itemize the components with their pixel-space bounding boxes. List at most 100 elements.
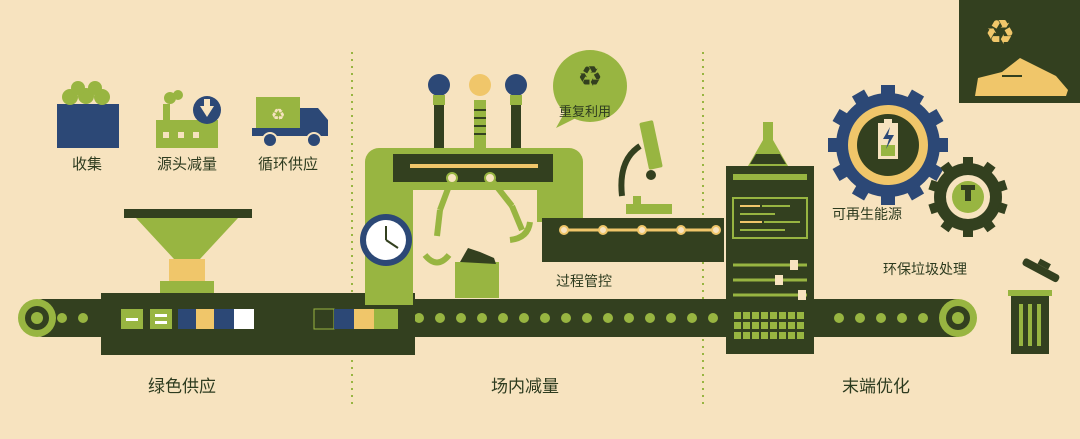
belt-roller	[561, 313, 571, 323]
eco-shoe-badge-icon: ♻	[959, 0, 1080, 103]
gear-tooth	[928, 179, 940, 192]
gear-tooth	[927, 163, 944, 182]
belt-roller	[624, 313, 634, 323]
keyboard-key	[761, 332, 768, 339]
keyboard-key	[734, 312, 741, 319]
belt-roller	[666, 313, 676, 323]
gear-tooth	[982, 219, 996, 233]
bulb-icon-1	[428, 74, 450, 148]
section-end-optimize: 末端优化	[842, 377, 910, 397]
keyboard-key	[743, 312, 750, 319]
robot-arm-left	[422, 176, 455, 266]
belt-roller	[57, 313, 67, 323]
belt-roller	[582, 313, 592, 323]
gear-tooth	[938, 138, 948, 152]
bulb-icon-3	[505, 74, 527, 148]
gear-tooth	[963, 229, 973, 237]
gear-tooth	[996, 179, 1008, 192]
keyboard-key	[743, 332, 750, 339]
gear-tooth	[881, 195, 895, 205]
keyboard-key	[752, 312, 759, 319]
belt-roller	[477, 313, 487, 323]
belt-roller	[603, 313, 613, 323]
keyboard-key	[788, 332, 795, 339]
belt-roller	[687, 313, 697, 323]
belt-roller	[876, 313, 886, 323]
left-gear-icon	[18, 299, 56, 337]
cycle-supply-label: 循环供应	[258, 155, 319, 173]
belt-roller	[855, 313, 865, 323]
gear-tooth	[982, 161, 996, 175]
keyboard-key	[788, 322, 795, 329]
keyboard-key	[797, 332, 804, 339]
collect-label: 收集	[72, 155, 103, 173]
belt-roller	[456, 313, 466, 323]
gear-tooth	[996, 202, 1008, 215]
reuse-bubble: ♻	[553, 50, 627, 128]
gear-tooth	[828, 138, 838, 152]
gear-tooth	[851, 184, 870, 201]
right-gear-icon	[939, 299, 977, 337]
gear-tooth	[928, 202, 940, 215]
belt-roller	[708, 313, 718, 323]
gear-tooth	[881, 85, 895, 95]
bulb-icon-2	[469, 74, 491, 148]
factory-icon	[156, 90, 221, 148]
gear-tooth	[832, 108, 849, 127]
belt-roller	[519, 313, 529, 323]
keyboard-key	[770, 312, 777, 319]
belt-roller	[540, 313, 550, 323]
waste-label: 环保垃圾处理	[883, 262, 967, 278]
keyboard-key	[734, 322, 741, 329]
keyboard-key	[752, 322, 759, 329]
keyboard-key	[779, 312, 786, 319]
svg-text:♻: ♻	[271, 105, 285, 124]
keyboard-key	[743, 322, 750, 329]
hopper-icon	[124, 209, 252, 293]
gear-tooth	[940, 219, 954, 233]
gear-tooth	[940, 161, 954, 175]
keyboard-key	[779, 332, 786, 339]
gear-tooth	[832, 163, 849, 182]
renewable-label: 可再生能源	[832, 207, 902, 223]
belt-roller	[78, 313, 88, 323]
plug-gear-icon	[928, 157, 1008, 237]
process-platform	[542, 218, 724, 262]
shoe-box-icon	[455, 248, 499, 298]
keyboard-key	[788, 312, 795, 319]
gear-tooth	[927, 108, 944, 127]
clock-icon	[360, 214, 412, 266]
keyboard-key	[797, 312, 804, 319]
gear-tooth	[906, 89, 925, 106]
belt-roller	[498, 313, 508, 323]
truck-icon: ♻	[252, 97, 328, 148]
section-onsite-reduce: 场内减量	[491, 377, 559, 397]
microscope-icon	[618, 120, 672, 214]
section-green-supply: 绿色供应	[148, 377, 216, 397]
keyboard-key	[779, 322, 786, 329]
belt-roller	[834, 313, 844, 323]
keyboard-key	[770, 332, 777, 339]
flask-icon	[748, 122, 788, 166]
keyboard-key	[734, 332, 741, 339]
color-strip	[121, 308, 398, 330]
keyboard-key	[770, 322, 777, 329]
trash-bin-icon	[1008, 258, 1060, 354]
belt-roller	[897, 313, 907, 323]
gear-tooth	[906, 184, 925, 201]
collect-icon	[57, 81, 119, 148]
svg-text:♻: ♻	[577, 60, 602, 93]
belt-roller	[645, 313, 655, 323]
keyboard-key	[761, 322, 768, 329]
battery-gear-icon	[828, 85, 948, 205]
gear-tooth	[963, 157, 973, 165]
reuse-label: 重复利用	[559, 105, 612, 120]
keyboard-key	[752, 332, 759, 339]
svg-text:♻: ♻	[985, 13, 1015, 53]
computer-tower	[726, 166, 814, 354]
belt-roller	[414, 313, 424, 323]
belt-roller	[918, 313, 928, 323]
belt-roller	[435, 313, 445, 323]
